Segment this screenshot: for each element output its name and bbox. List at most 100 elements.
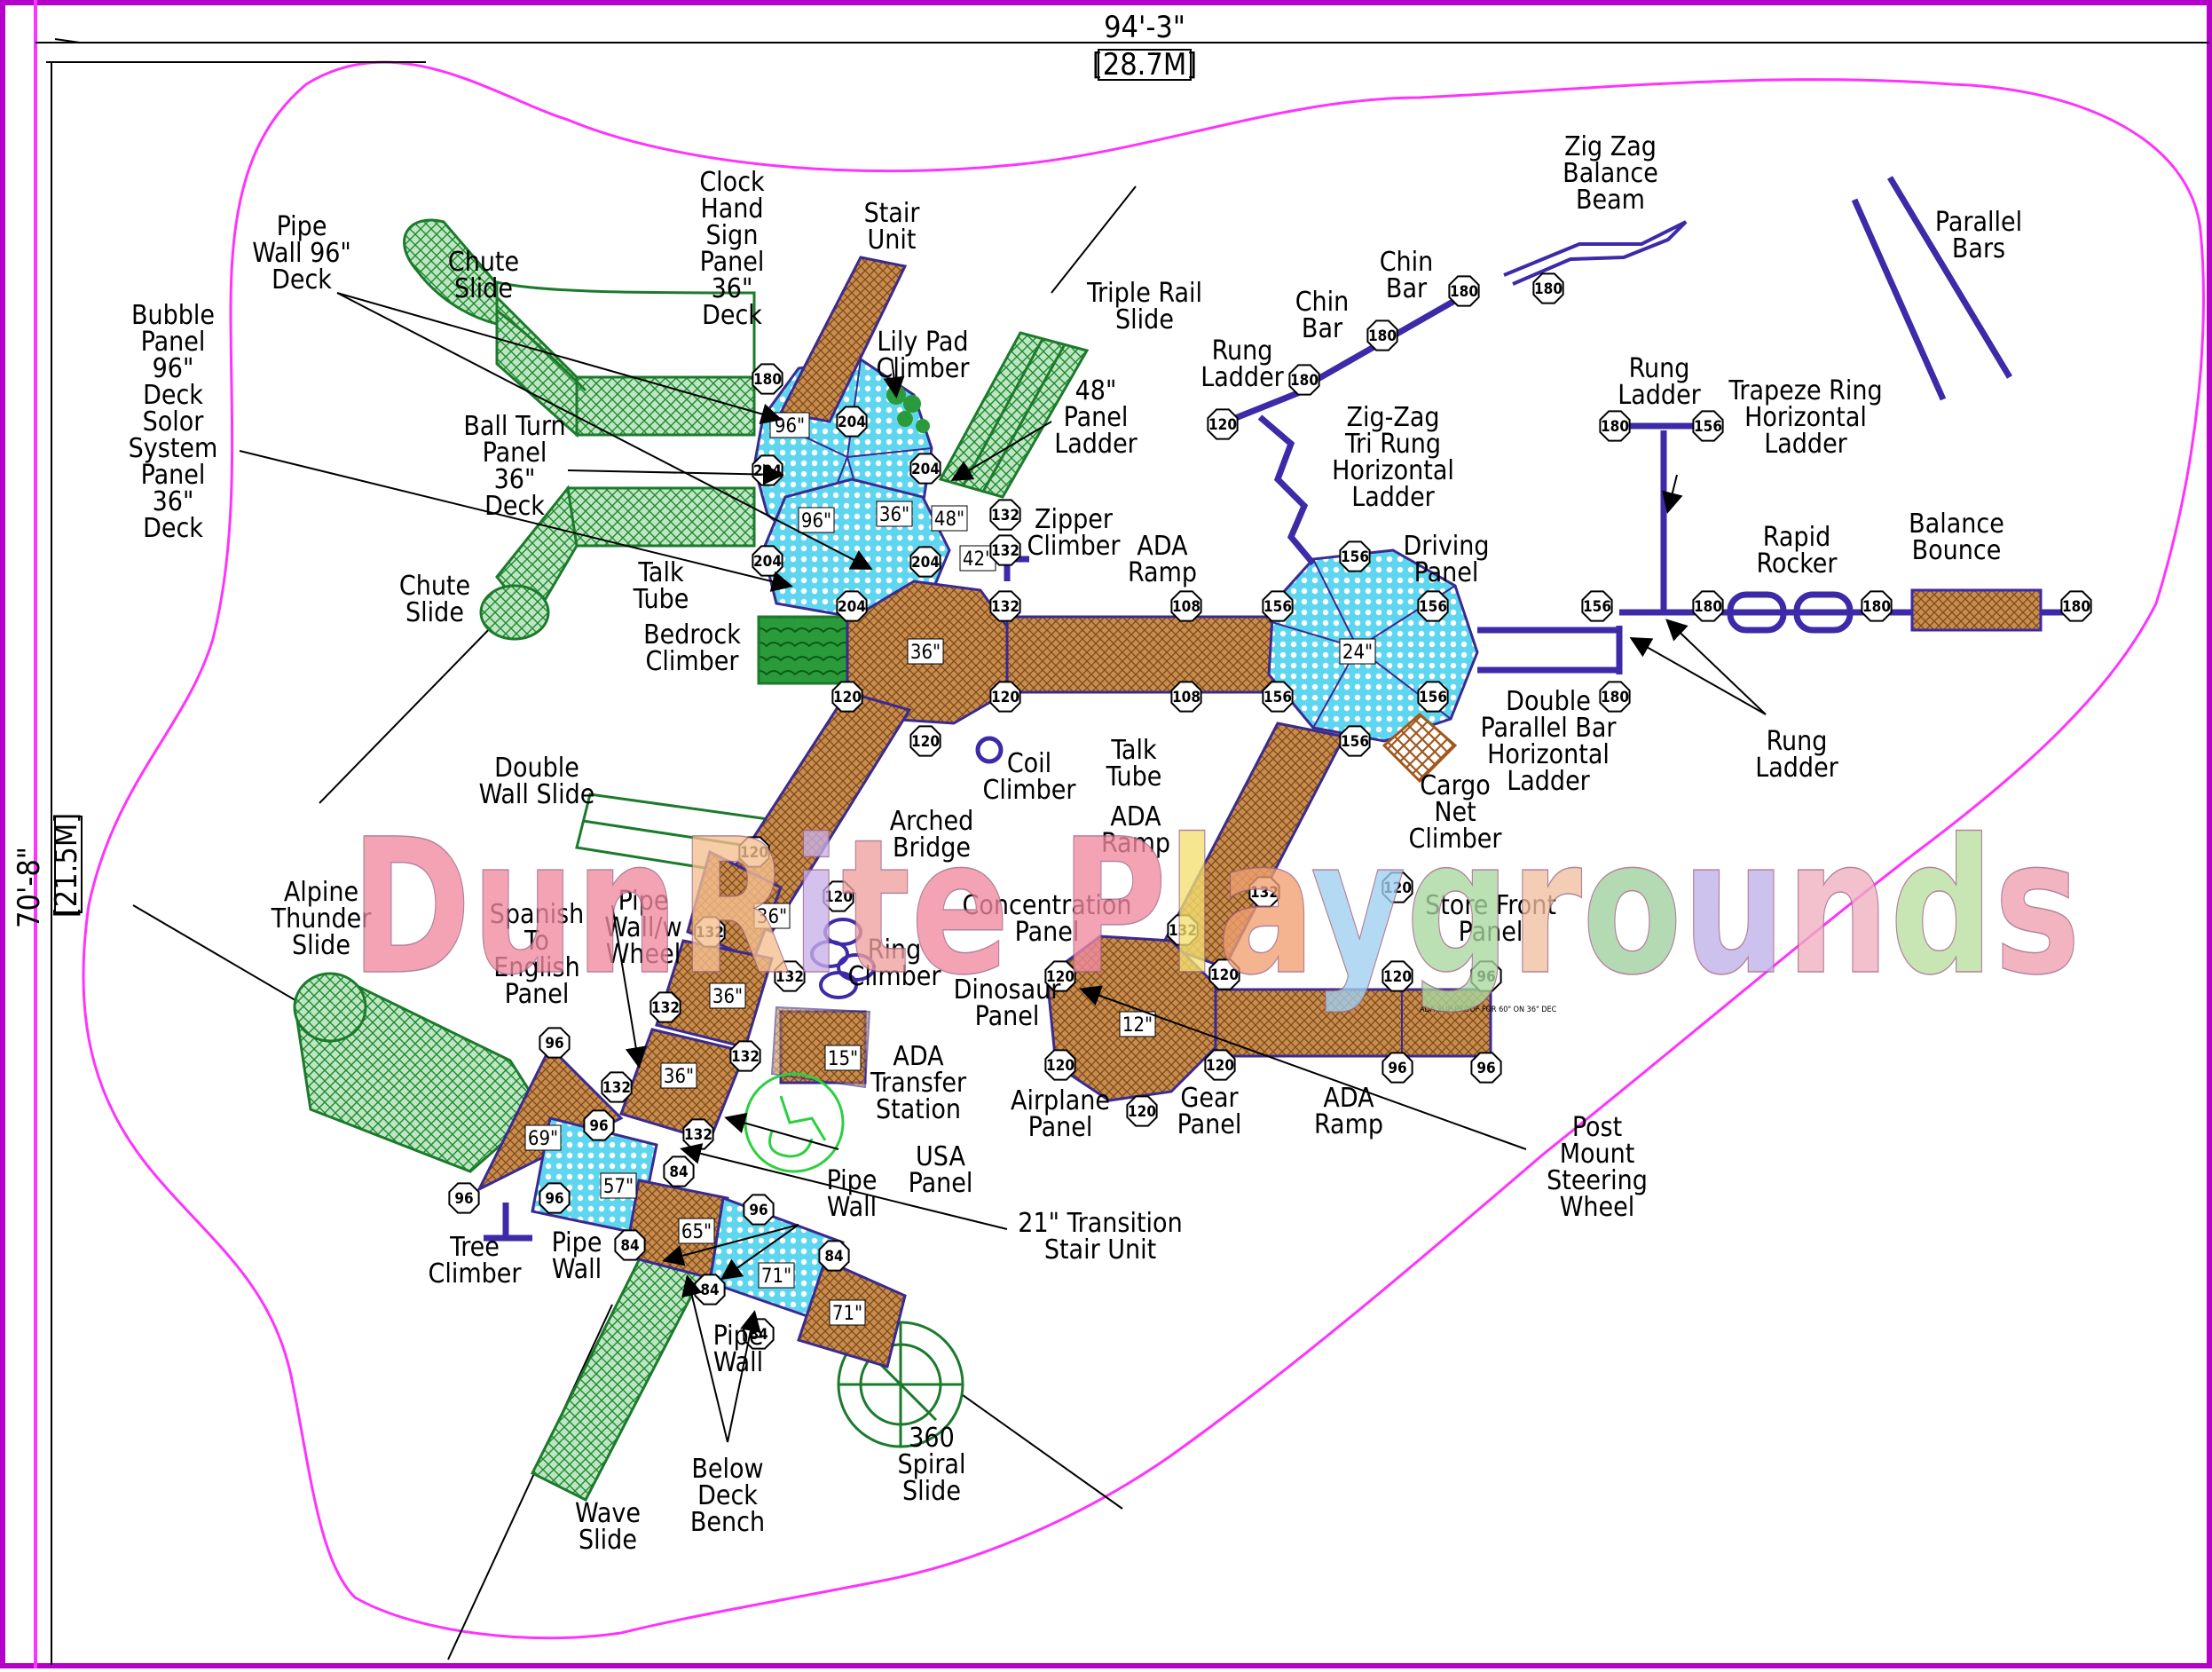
balance-bounce <box>1910 588 2043 632</box>
height-tag-text: 96 <box>1476 968 1495 986</box>
deck-h-15: 15" <box>828 1048 858 1070</box>
height-tag: 156 <box>1581 590 1613 622</box>
height-tag-text: 180 <box>753 371 782 389</box>
height-tag: 132 <box>1167 914 1199 946</box>
callout-chute <box>319 620 498 804</box>
triple-rail-slide <box>938 331 1090 499</box>
deck-h-42: 42" <box>963 548 993 571</box>
height-tag: 96 <box>448 1182 480 1214</box>
height-dimension <box>46 61 426 1665</box>
stair-unit <box>778 256 908 423</box>
height-tag: 204 <box>836 406 868 438</box>
height-tag-text: 132 <box>731 1048 760 1066</box>
height-tag-text: 156 <box>1419 689 1447 706</box>
deck-h-65: 65" <box>681 1221 712 1243</box>
height-tag: 156 <box>1339 725 1371 757</box>
height-tag: 84 <box>818 1240 850 1272</box>
height-tag-text: 156 <box>1341 548 1369 566</box>
height-tag: 132 <box>989 499 1021 531</box>
height-tag-text: 96 <box>749 1202 768 1219</box>
height-tag-text: 180 <box>1450 283 1478 301</box>
height-tag: 120 <box>823 880 854 912</box>
height-tag-text: 132 <box>1169 922 1197 940</box>
height-tag-text: 84 <box>669 1163 688 1181</box>
zig-zag-balance-beam <box>1503 220 1688 286</box>
height-tag-text: 120 <box>1383 879 1412 897</box>
width-m-box <box>1098 49 1192 81</box>
height-tag: 132 <box>1248 876 1280 908</box>
height-tag-text: 120 <box>1128 1103 1156 1121</box>
height-tag: 120 <box>738 836 770 868</box>
height-tag: 156 <box>1262 590 1294 622</box>
height-tag: 96 <box>743 1194 775 1226</box>
callout-wave <box>447 1304 613 1660</box>
height-tag-text: 180 <box>1601 418 1629 436</box>
height-tag-text: 132 <box>1250 884 1279 902</box>
height-tag: 120 <box>989 681 1021 713</box>
height-tag: 156 <box>1417 681 1449 713</box>
height-tag: 132 <box>729 1040 761 1072</box>
height-tag-text: 84 <box>620 1237 639 1255</box>
deck-h-12: 12" <box>1122 1014 1153 1037</box>
height-tag-text: 204 <box>838 598 866 616</box>
chute-slide-top <box>403 218 756 438</box>
height-tag-text: 180 <box>1862 598 1891 616</box>
height-tag-text: 84 <box>700 1282 719 1299</box>
height-tag-text: 120 <box>1046 968 1075 986</box>
height-tag: 96 <box>1470 1052 1502 1084</box>
height-tag: 132 <box>649 991 681 1023</box>
height-tag-text: 120 <box>824 888 853 906</box>
height-tag-text: 156 <box>1694 418 1722 436</box>
height-tag: 204 <box>836 590 868 622</box>
deck-h-57: 57" <box>603 1176 634 1198</box>
height-tag: 204 <box>752 545 783 577</box>
height-tag-text: 96 <box>545 1035 563 1053</box>
height-tag: 84 <box>663 1155 695 1187</box>
height-tag-text: 156 <box>1263 598 1292 616</box>
deck-h-36d: 36" <box>712 986 743 1008</box>
height-tag: 120 <box>1204 1049 1236 1081</box>
height-tag-text: 120 <box>1046 1057 1075 1075</box>
height-tag-text: 204 <box>838 414 866 431</box>
height-tag: 96 <box>1382 1052 1413 1084</box>
ada-ramp-bottom <box>1214 988 1492 1058</box>
height-tag: 120 <box>1207 408 1239 440</box>
height-tag-text: 132 <box>991 507 1019 524</box>
height-tag: 84 <box>694 1274 726 1305</box>
height-tag-text: 204 <box>911 461 940 478</box>
height-ft: 70'-8" <box>12 847 47 928</box>
height-tag: 156 <box>1339 540 1371 572</box>
height-tag: 132 <box>989 590 1021 622</box>
height-tag: 180 <box>1599 681 1631 713</box>
height-tag-text: 120 <box>833 689 862 706</box>
height-tag: 96 <box>1470 960 1502 992</box>
